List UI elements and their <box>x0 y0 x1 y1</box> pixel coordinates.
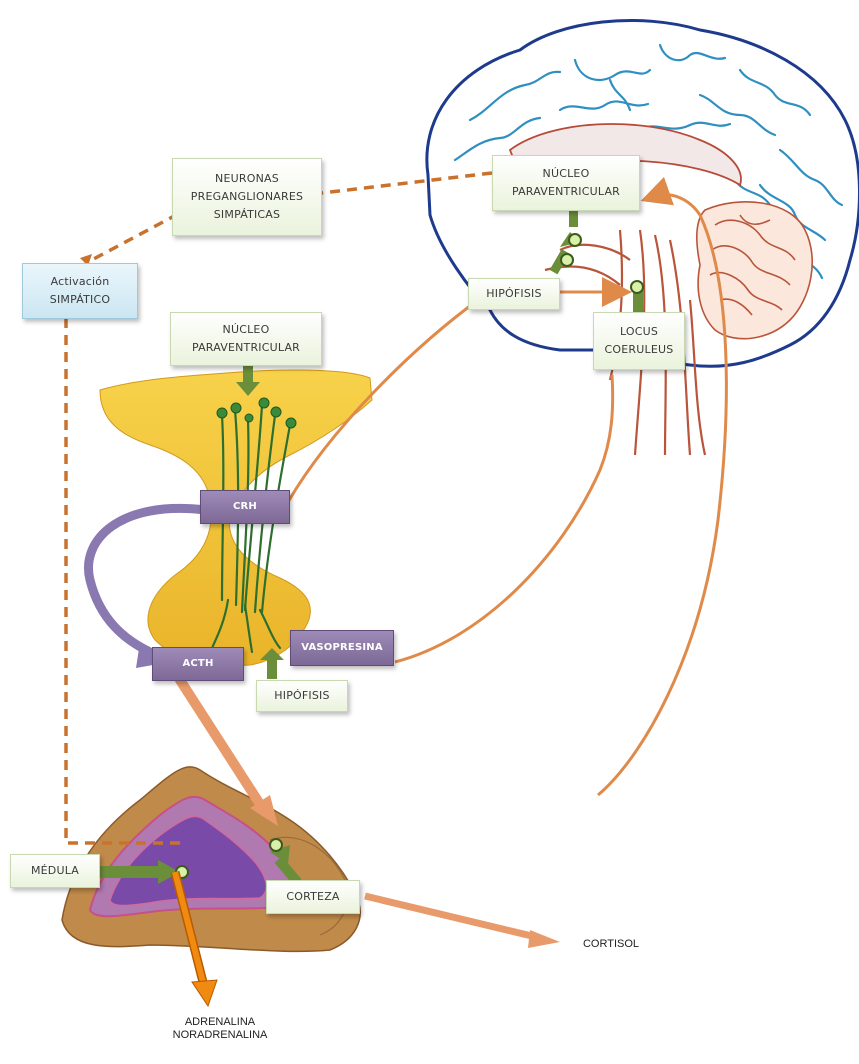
crh-box: CRH <box>200 490 290 524</box>
activacion-simpatico-box: Activación SIMPÁTICO <box>22 263 138 319</box>
adrenal-gland-illustration <box>62 767 360 952</box>
corteza-box: CORTEZA <box>266 880 360 914</box>
adrenalina-text: ADRENALINA <box>160 1016 280 1029</box>
corteza-to-cortisol-arrow <box>365 896 560 948</box>
vasopresina-box: VASOPRESINA <box>290 630 394 666</box>
medula-box: MÉDULA <box>10 854 100 888</box>
nucleo-paraventricular-box: NÚCLEO PARAVENTRICULAR <box>170 312 322 366</box>
nucleo-paraventricular-brain-box: NÚCLEO PARAVENTRICULAR <box>492 155 640 211</box>
neuronas-preganglionares-box: NEURONAS PREGANGLIONARES SIMPÁTICAS <box>172 158 322 236</box>
hipofisis-brain-box: HIPÓFISIS <box>468 278 560 310</box>
cortisol-label: CORTISOL <box>566 938 656 951</box>
locus-coeruleus-box: LOCUS COERULEUS <box>593 312 685 370</box>
hipofisis-box: HIPÓFISIS <box>256 680 348 712</box>
brain-illustration <box>427 20 859 455</box>
adrenalina-label: ADRENALINA NORADRENALINA <box>160 1016 280 1042</box>
acth-box: ACTH <box>152 647 244 681</box>
noradrenalina-text: NORADRENALINA <box>160 1029 280 1042</box>
